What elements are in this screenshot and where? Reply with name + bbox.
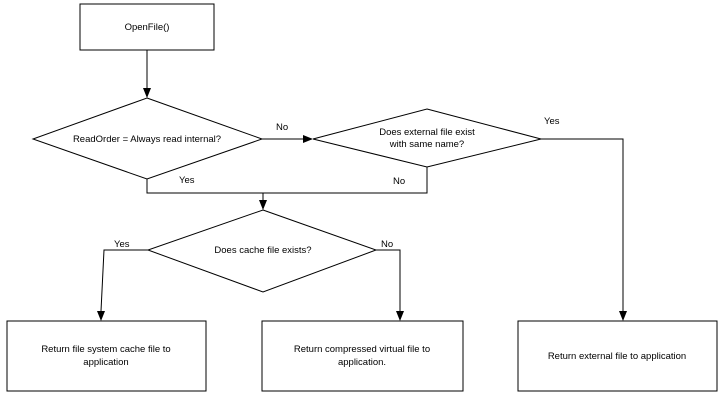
- edge-label-cache-yes: Yes: [114, 239, 130, 250]
- arrowhead: [303, 135, 313, 143]
- node-return-cache: Return file system cache file to applica…: [6, 320, 207, 392]
- node-return-virtual-label-line1: Return compressed virtual file to: [294, 344, 430, 355]
- edge-label-readorder-yes: Yes: [179, 175, 195, 186]
- edge-cache-no: [376, 249, 401, 311]
- decision-read-order: ReadOrder = Always read internal?: [31, 97, 264, 180]
- node-openfile: OpenFile(): [79, 3, 215, 51]
- decision-read-order-label: ReadOrder = Always read internal?: [73, 134, 221, 145]
- decision-external-exists: Does external file exist with same name?: [312, 108, 542, 168]
- decision-external-exists-label-line1: Does external file exist: [379, 127, 475, 138]
- node-return-cache-label-line1: Return file system cache file to: [41, 344, 170, 355]
- arrowhead: [97, 311, 105, 321]
- node-return-virtual: Return compressed virtual file to applic…: [261, 320, 464, 392]
- arrowhead: [619, 311, 627, 321]
- edge-label-external-no: No: [393, 176, 405, 187]
- edge-label-external-yes: Yes: [544, 116, 560, 127]
- edge-cache-yes: [100, 249, 148, 312]
- edge-labels: No Yes Yes No Yes No: [114, 116, 560, 250]
- arrowhead: [396, 311, 404, 321]
- edge-readorder-yes: [146, 167, 428, 194]
- decision-external-exists-label-line2: with same name?: [389, 139, 464, 150]
- decision-cache-exists-label: Does cache file exists?: [214, 245, 311, 256]
- node-return-external: Return external file to application: [517, 320, 718, 392]
- edge-label-cache-no: No: [381, 239, 393, 250]
- edge-external-yes: [541, 138, 624, 311]
- node-return-cache-label-line2: application: [83, 357, 128, 368]
- node-return-external-label: Return external file to application: [548, 351, 686, 362]
- arrowhead: [143, 88, 151, 98]
- edge-label-readorder-no: No: [276, 122, 288, 133]
- node-return-virtual-label-line2: application.: [338, 357, 386, 368]
- connectors: [97, 50, 627, 321]
- node-openfile-label: OpenFile(): [125, 22, 170, 33]
- decision-cache-exists: Does cache file exists?: [146, 209, 378, 293]
- arrowhead: [259, 200, 267, 210]
